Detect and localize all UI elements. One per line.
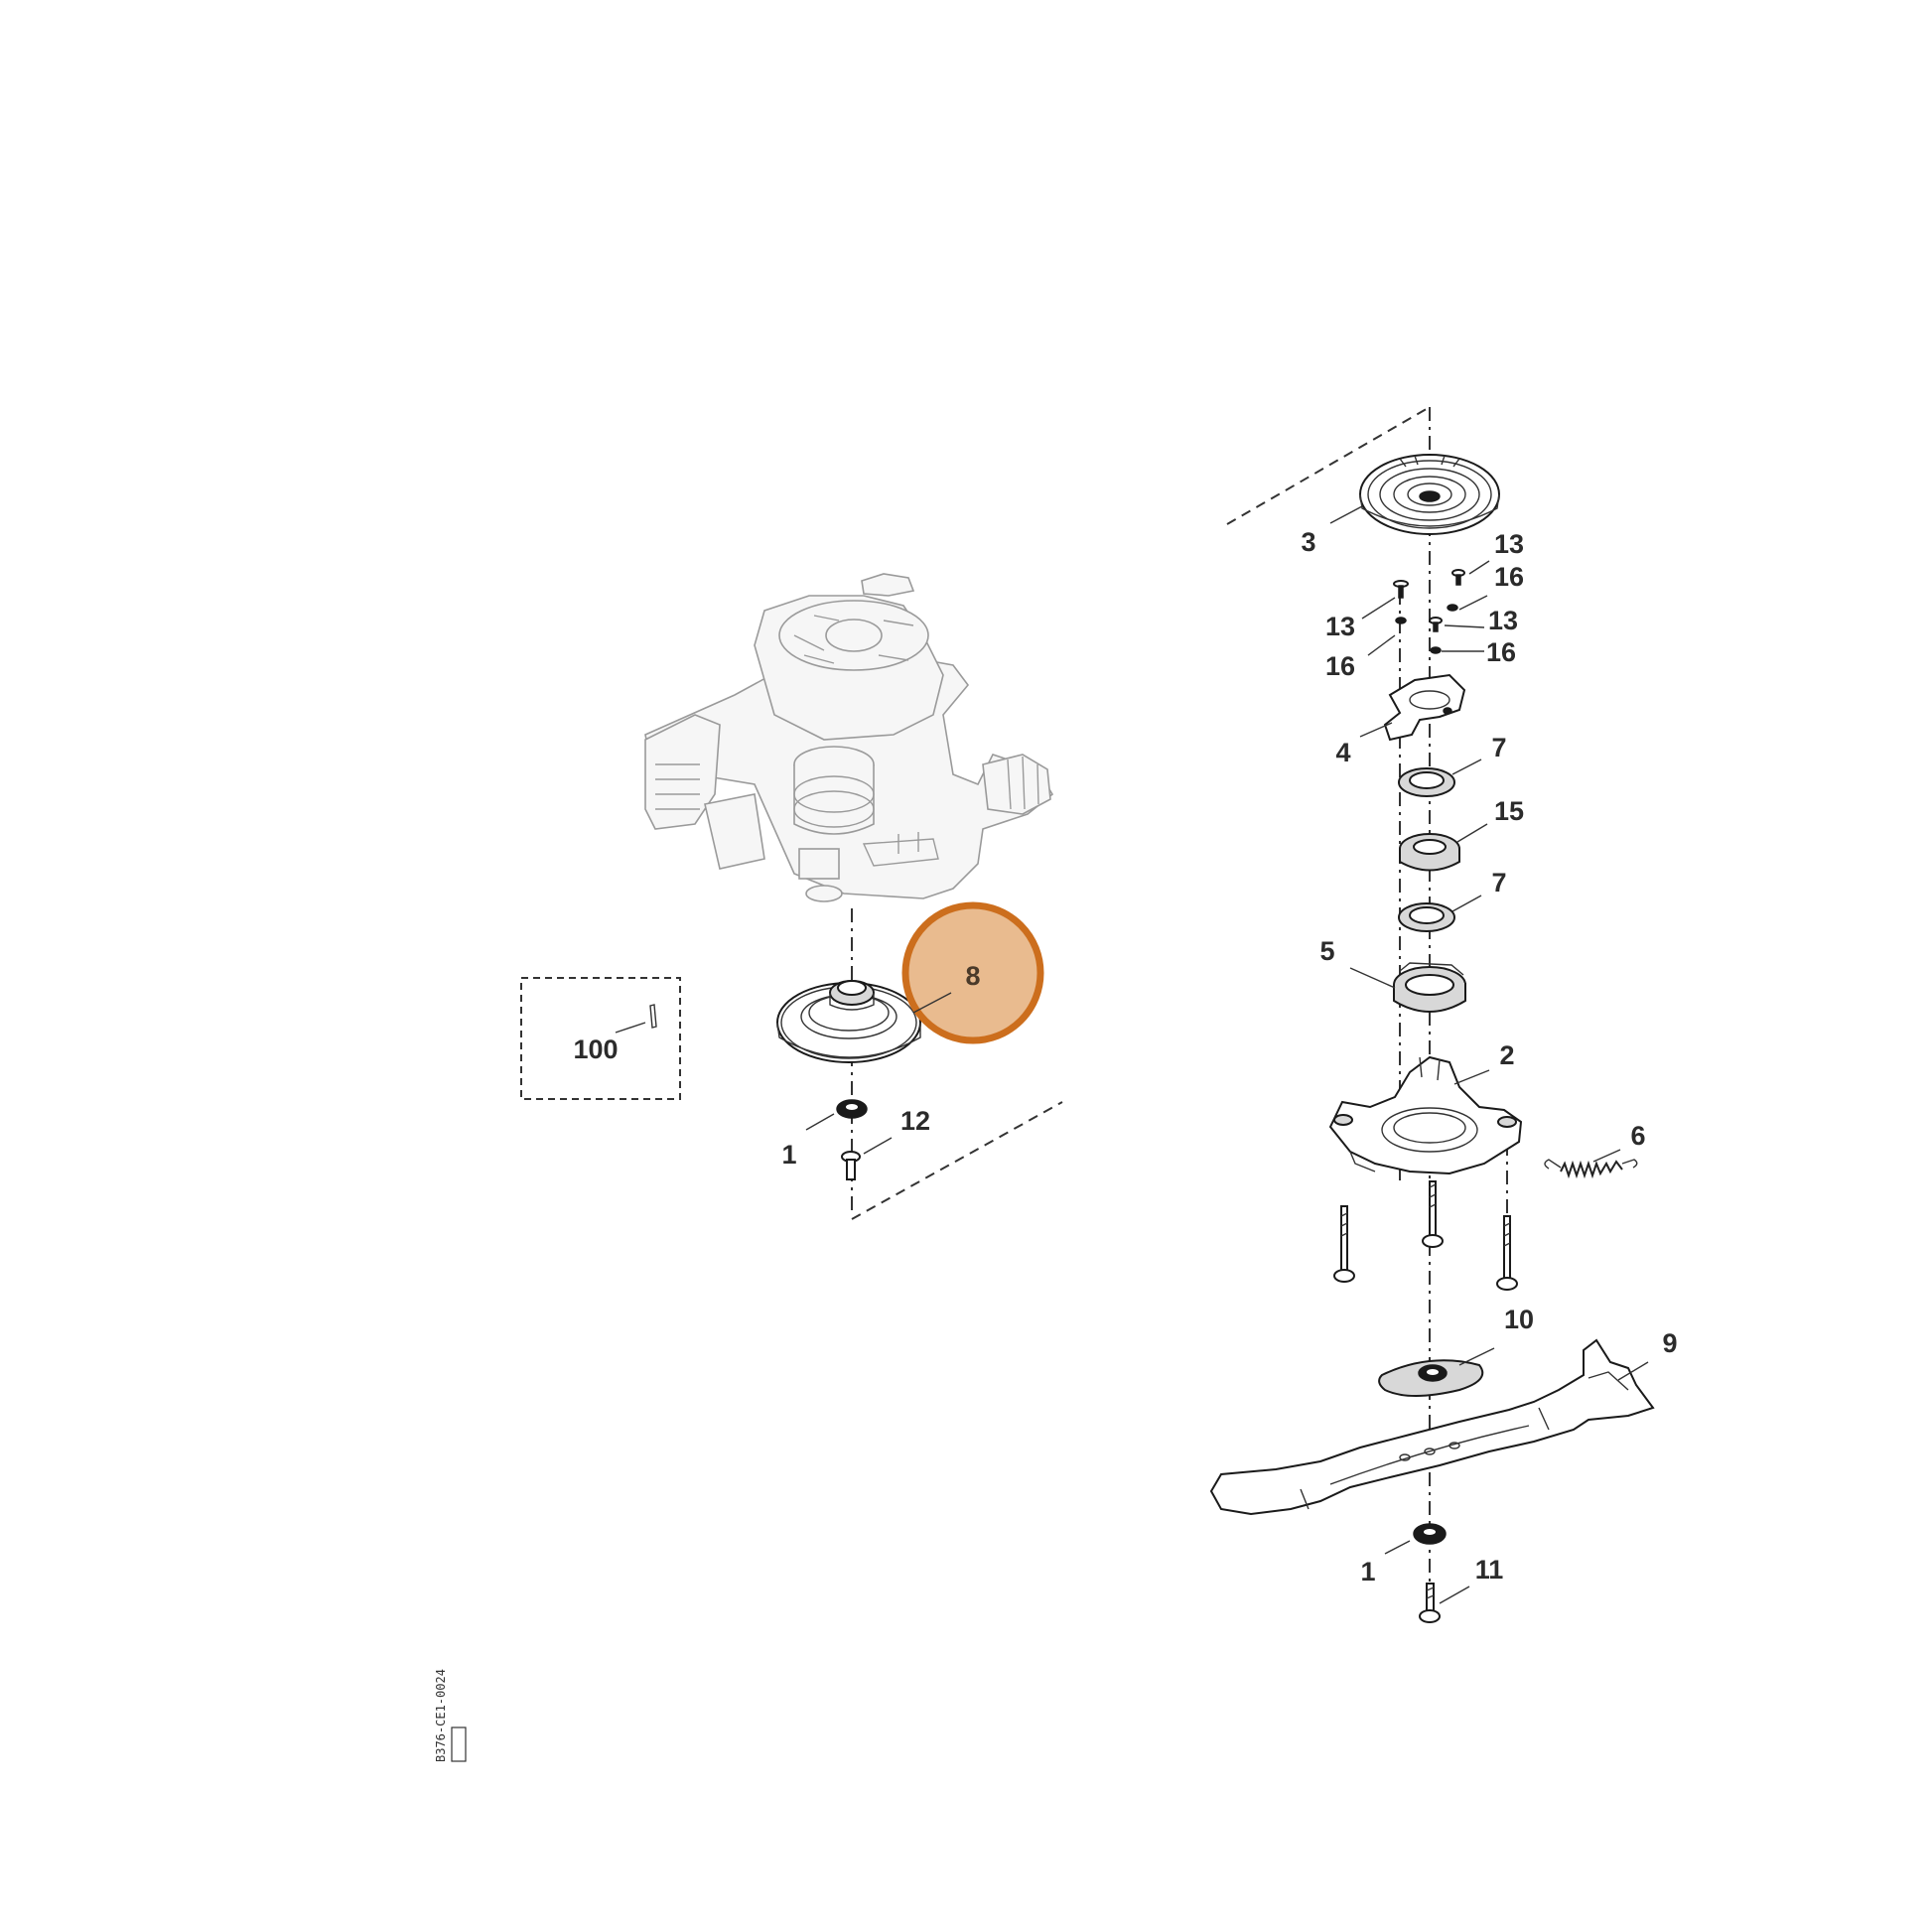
leader-1-left: [805, 1113, 835, 1131]
screw-part-13-left: [1393, 580, 1409, 624]
bolt-long-center: [1422, 1180, 1444, 1248]
washer-part-7-lower: [1398, 902, 1455, 932]
washer-part-1-right: [1413, 1523, 1447, 1545]
leader-2: [1453, 1069, 1490, 1085]
pin-part-100: [649, 1004, 657, 1029]
leader-3: [1329, 505, 1363, 524]
callout-11[interactable]: 11: [1475, 1555, 1504, 1585]
leader-12: [863, 1137, 893, 1155]
callout-15[interactable]: 15: [1494, 796, 1524, 826]
callout-6[interactable]: 6: [1630, 1121, 1645, 1151]
housing-part-2: [1328, 1055, 1523, 1175]
callout-5[interactable]: 5: [1319, 936, 1334, 966]
reference-code: B376-CE1-0024: [434, 1669, 448, 1762]
callout-1-right[interactable]: 1: [1360, 1557, 1375, 1587]
highlight-marker: [901, 901, 1044, 1044]
callout-13-right[interactable]: 13: [1488, 606, 1518, 635]
callout-9[interactable]: 9: [1662, 1328, 1677, 1358]
callout-16-left[interactable]: 16: [1325, 651, 1355, 681]
leader-100: [615, 1022, 646, 1034]
accessory-box-100: [520, 977, 681, 1100]
spring-part-6: [1544, 1159, 1638, 1179]
bolt-long-right: [1496, 1215, 1518, 1291]
leader-16-right: [1458, 595, 1488, 611]
engine-frame-line: [851, 1101, 1063, 1220]
drawing-reference: B376-CE1-0024: [434, 1669, 467, 1762]
callout-13-top[interactable]: 13: [1494, 529, 1524, 559]
callout-16-right[interactable]: 16: [1486, 637, 1516, 667]
leader-4: [1359, 722, 1393, 738]
adapter-part-10: [1378, 1359, 1484, 1397]
callout-4[interactable]: 4: [1335, 738, 1350, 767]
callout-3[interactable]: 3: [1301, 527, 1315, 557]
screw-part-13-right: [1429, 569, 1465, 654]
bolt-part-11: [1419, 1583, 1441, 1623]
callout-13-left[interactable]: 13: [1325, 612, 1355, 641]
bolt-long-left: [1333, 1205, 1355, 1283]
leader-13-mid: [1444, 624, 1485, 628]
disc-part-3: [1359, 454, 1500, 535]
leader-8: [912, 992, 952, 1014]
leader-7-lower: [1451, 895, 1482, 912]
leader-9: [1617, 1361, 1649, 1381]
leader-16-left: [1367, 634, 1396, 656]
pulley-part-8: [776, 980, 921, 1063]
leader-6: [1592, 1149, 1621, 1163]
top-frame-line: [1226, 406, 1431, 525]
callout-1-left[interactable]: 1: [781, 1140, 796, 1170]
leader-5: [1349, 967, 1396, 989]
leader-10: [1458, 1347, 1495, 1366]
callout-2[interactable]: 2: [1499, 1040, 1514, 1070]
bearing-part-15: [1399, 833, 1460, 872]
leader-15: [1456, 823, 1488, 843]
callout-7-lower[interactable]: 7: [1491, 868, 1506, 897]
callout-7-upper[interactable]: 7: [1491, 733, 1506, 762]
callout-10[interactable]: 10: [1504, 1305, 1534, 1334]
cam-part-5: [1393, 962, 1466, 1013]
bracket-part-4: [1383, 673, 1466, 742]
bolt-part-12: [841, 1151, 861, 1180]
callout-8[interactable]: 8: [965, 961, 980, 991]
leader-7-upper: [1451, 759, 1482, 775]
leader-13-left: [1361, 597, 1396, 620]
leader-13-right: [1468, 560, 1490, 575]
callout-100[interactable]: 100: [573, 1035, 618, 1064]
callout-16-top[interactable]: 16: [1494, 562, 1524, 592]
callout-12[interactable]: 12: [900, 1106, 930, 1136]
blade-part-9: [1209, 1338, 1655, 1516]
engine-illustration: [644, 573, 1054, 902]
washer-part-7-upper: [1398, 767, 1455, 797]
leader-1-right: [1384, 1540, 1411, 1555]
leader-11: [1439, 1586, 1470, 1604]
washer-part-1-left: [836, 1099, 868, 1119]
